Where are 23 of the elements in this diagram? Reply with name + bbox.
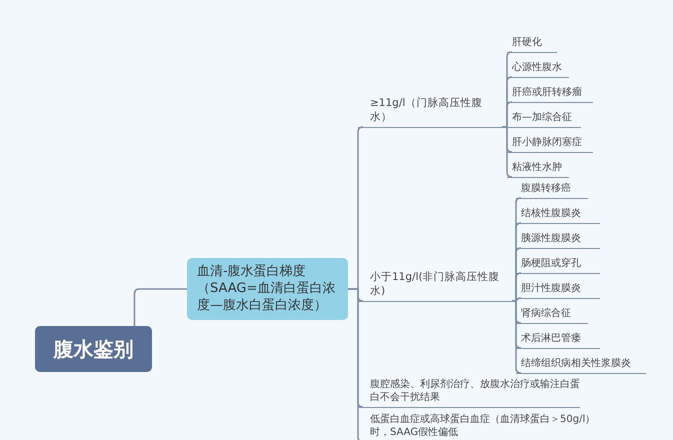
leaf-topic: 术后淋巴管瘘 [516, 332, 600, 349]
leaf-topic: 肝小静脉闭塞症 [507, 136, 593, 153]
root-topic-box: 腹水鉴别 [35, 326, 152, 372]
leaf-topic: 结缔组织病相关性浆膜炎 [516, 357, 646, 374]
note-topic: 低蛋白血症或高球蛋白血症（血清球蛋白＞50g/l）时，SAAG假性偏低 [358, 413, 608, 440]
leaf-topic: 胰源性腹膜炎 [516, 232, 600, 249]
connector-line [134, 288, 187, 326]
note-topic: 腹腔感染、利尿剂治疗、放腹水治疗或输注白蛋白不会干扰结果 [358, 378, 580, 408]
topic-box: 血清-腹水蛋白梯度（SAAG=血清白蛋白浓度—腹水白蛋白浓度） [187, 258, 348, 320]
leaf-topic: 结核性腹膜炎 [516, 207, 600, 224]
leaf-topic: 胆汁性腹膜炎 [516, 282, 600, 299]
leaf-topic: 肾病综合征 [516, 307, 588, 324]
leaf-topic: 粘液性水肿 [507, 161, 569, 178]
branch-topic: ≥11g/l（门脉高压性腹水） [358, 96, 502, 128]
leaf-topic: 心源性腹水 [507, 61, 569, 78]
leaf-topic: 肠梗阻或穿孔 [516, 257, 600, 274]
connector-line [502, 126, 512, 178]
leaf-topic: 肝硬化 [507, 36, 557, 53]
leaf-topic: 肝癌或肝转移瘤 [507, 86, 593, 103]
leaf-topic: 腹膜转移癌 [516, 182, 588, 199]
connector-line [512, 300, 522, 374]
branch-topic: 小于11g/l(非门脉高压性腹水) [358, 270, 512, 302]
leaf-topic: 布—加综合征 [507, 111, 581, 128]
